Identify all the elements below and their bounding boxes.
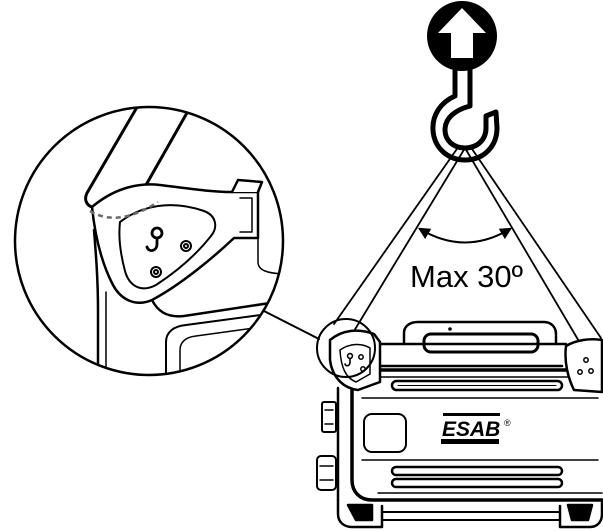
detail-leader-line: [261, 309, 320, 340]
detail-magnified-view: [16, 108, 282, 374]
right-bracket-screw: [583, 357, 589, 363]
right-corner-bracket: [564, 338, 603, 394]
crane-hook: [430, 65, 500, 163]
foot-grip: [346, 503, 374, 522]
logo-top-bar: [443, 413, 500, 416]
right-bracket-screw: [577, 369, 583, 375]
left-bracket-pad: [339, 343, 371, 383]
welding-machine: ESAB ®: [316, 320, 603, 529]
detail-bracket-block-inner: [239, 197, 253, 233]
detail-sling-right: [144, 108, 194, 187]
front-panel-inner-edge: [377, 376, 603, 494]
detail-view-frame: [13, 105, 285, 377]
side-connector-panel: [321, 401, 337, 433]
bottom-vent-slot: [390, 465, 564, 477]
detail-side-panel: [150, 298, 282, 318]
up-arrow-icon: [438, 8, 486, 58]
top-vent-slot: [390, 379, 564, 392]
angle-arc-arrow: [417, 227, 513, 244]
left-sling-outer: [333, 145, 460, 325]
right-sling-inner: [464, 147, 581, 344]
carry-handle: [402, 320, 558, 346]
detail-screw: [150, 266, 162, 278]
left-bracket-screw: [358, 354, 364, 360]
lifting-eye-icon: [145, 226, 164, 252]
detail-bracket-pad: [118, 204, 217, 290]
esab-logo: ESAB ®: [441, 413, 511, 444]
lifting-eye-icon: [344, 352, 354, 367]
handle-grip-slot: [422, 332, 540, 354]
side-control-knob: [316, 455, 337, 491]
base-rail: [381, 511, 561, 521]
detail-callout-circle: [316, 318, 376, 378]
registered-mark: ®: [504, 418, 511, 428]
handle-rivet: [448, 327, 452, 331]
detail-machine-edge: [92, 228, 100, 374]
right-sling-outer: [469, 145, 602, 339]
detail-screw: [180, 240, 192, 252]
bottom-vent-slot: [390, 477, 564, 489]
detail-side-panel: [165, 310, 282, 374]
detail-hidden-edge: [89, 200, 159, 219]
left-sling-inner: [350, 147, 466, 337]
detail-bracket-block-top: [230, 178, 264, 194]
detail-sling-left: [84, 108, 142, 209]
max-angle-label: Max 30º: [410, 259, 523, 294]
lifting-slings: [333, 145, 602, 344]
logo-underline-bar: [441, 439, 499, 444]
right-bracket-screw: [588, 368, 594, 374]
display-window: [363, 413, 407, 453]
brand-logo-text: ESAB: [442, 418, 500, 441]
crane-block: [427, 1, 497, 71]
detail-side-panel: [179, 322, 282, 374]
foot-grip: [566, 503, 594, 522]
detail-block-edge: [257, 237, 282, 275]
